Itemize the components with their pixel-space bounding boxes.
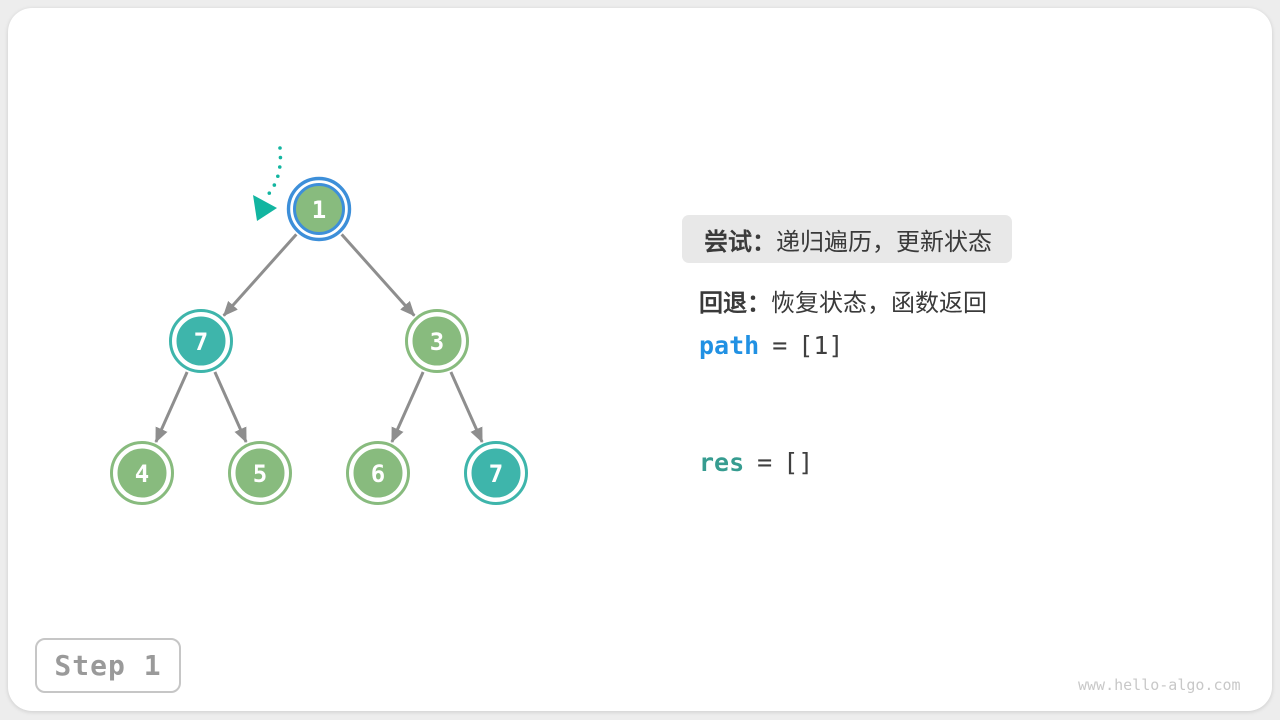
- res-value: []: [783, 448, 814, 477]
- step-badge: Step 1: [35, 638, 181, 693]
- watermark: www.hello-algo.com: [1078, 676, 1241, 694]
- variable-path: path = [1]: [699, 331, 843, 360]
- legend-backtrack-text: 恢复状态，函数返回: [771, 290, 987, 317]
- res-var-name: res: [699, 448, 745, 477]
- path-var-name: path: [699, 331, 760, 360]
- legend-try-text: 递归遍历，更新状态: [776, 228, 992, 256]
- figure-card: [8, 8, 1272, 711]
- path-value: [1]: [798, 331, 844, 360]
- variable-res: res = []: [699, 448, 813, 477]
- step-badge-label: Step 1: [54, 649, 162, 682]
- legend-backtrack: 回退：恢复状态，函数返回: [699, 283, 987, 318]
- res-equals-sign: =: [757, 448, 773, 477]
- legend-backtrack-label: 回退：: [699, 290, 771, 317]
- legend-try-label: 尝试：: [704, 228, 776, 256]
- path-equals-sign: =: [772, 331, 788, 360]
- legend-try: 尝试：递归遍历，更新状态: [682, 215, 1012, 263]
